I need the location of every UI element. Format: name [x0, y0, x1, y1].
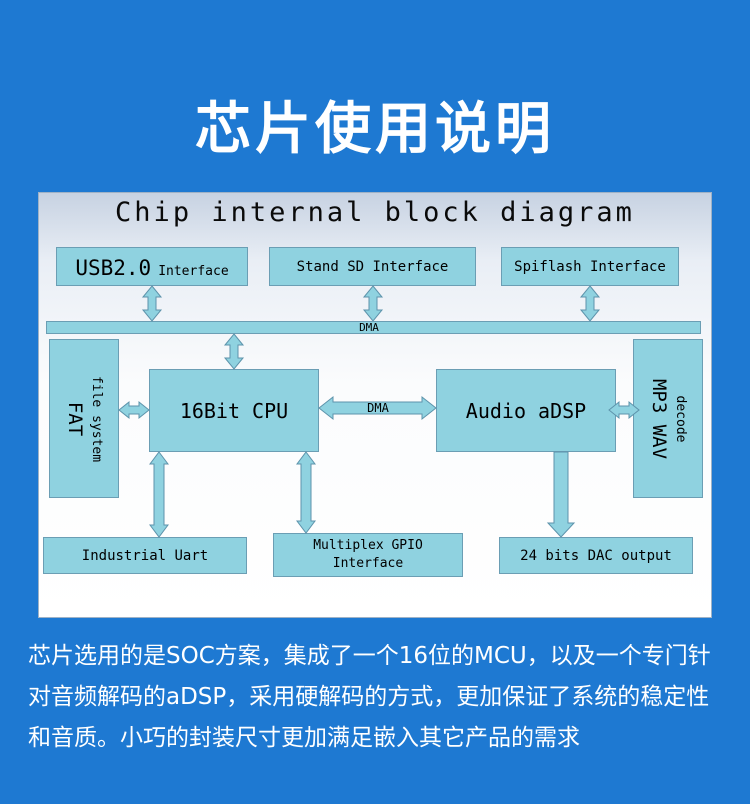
gpio-block-line2: Interface: [332, 556, 404, 571]
usb-block-main-label: USB2.0: [75, 256, 152, 280]
arrow-fat-to-cpu: [118, 400, 150, 420]
fat-block-sub-label: file system: [89, 375, 104, 462]
dma-link-label: DMA: [367, 401, 389, 415]
mp3-block-rotated-text: decode MP3 WAV: [648, 378, 688, 458]
gpio-block-line1: Multiplex GPIO: [313, 538, 423, 554]
cpu-block: 16Bit CPU: [149, 369, 319, 452]
usb-block-sub-label: Interface: [158, 264, 229, 279]
chip-diagram-panel: Chip internal block diagram USB2.0 Inter…: [38, 192, 712, 618]
dma-bus-label: DMA: [359, 321, 379, 334]
fat-file-system-block: file system FAT: [49, 339, 119, 498]
mp3-block-main-label: MP3 WAV: [648, 378, 670, 459]
arrow-bus-to-cpu: [223, 333, 245, 370]
arrow-adsp-to-dac: [546, 451, 576, 538]
arrow-usb-to-bus: [141, 285, 163, 322]
sd-interface-block: Stand SD Interface: [269, 247, 476, 286]
audio-adsp-block: Audio aDSP: [436, 369, 616, 452]
diagram-title: Chip internal block diagram: [115, 197, 635, 228]
usb-interface-block: USB2.0 Interface: [56, 247, 248, 286]
fat-block-rotated-text: file system FAT: [64, 375, 104, 461]
arrow-sd-to-bus: [362, 285, 384, 322]
industrial-uart-block: Industrial Uart: [43, 537, 247, 574]
arrow-cpu-to-gpio: [296, 451, 316, 534]
arrow-spiflash-to-bus: [579, 285, 601, 322]
multiplex-gpio-block: Multiplex GPIO Interface: [273, 533, 463, 577]
dac-output-block: 24 bits DAC output: [499, 537, 693, 574]
mp3-block-sub-label: decode: [673, 395, 688, 442]
arrow-cpu-to-uart: [149, 451, 169, 538]
mp3-wav-decode-block: decode MP3 WAV: [633, 339, 703, 498]
chip-description-text: 芯片选用的是SOC方案，集成了一个16位的MCU，以及一个专门针对音频解码的aD…: [28, 643, 711, 751]
page-title: 芯片使用说明: [195, 97, 555, 162]
fat-block-main-label: FAT: [64, 401, 86, 436]
spiflash-interface-block: Spiflash Interface: [501, 247, 679, 286]
